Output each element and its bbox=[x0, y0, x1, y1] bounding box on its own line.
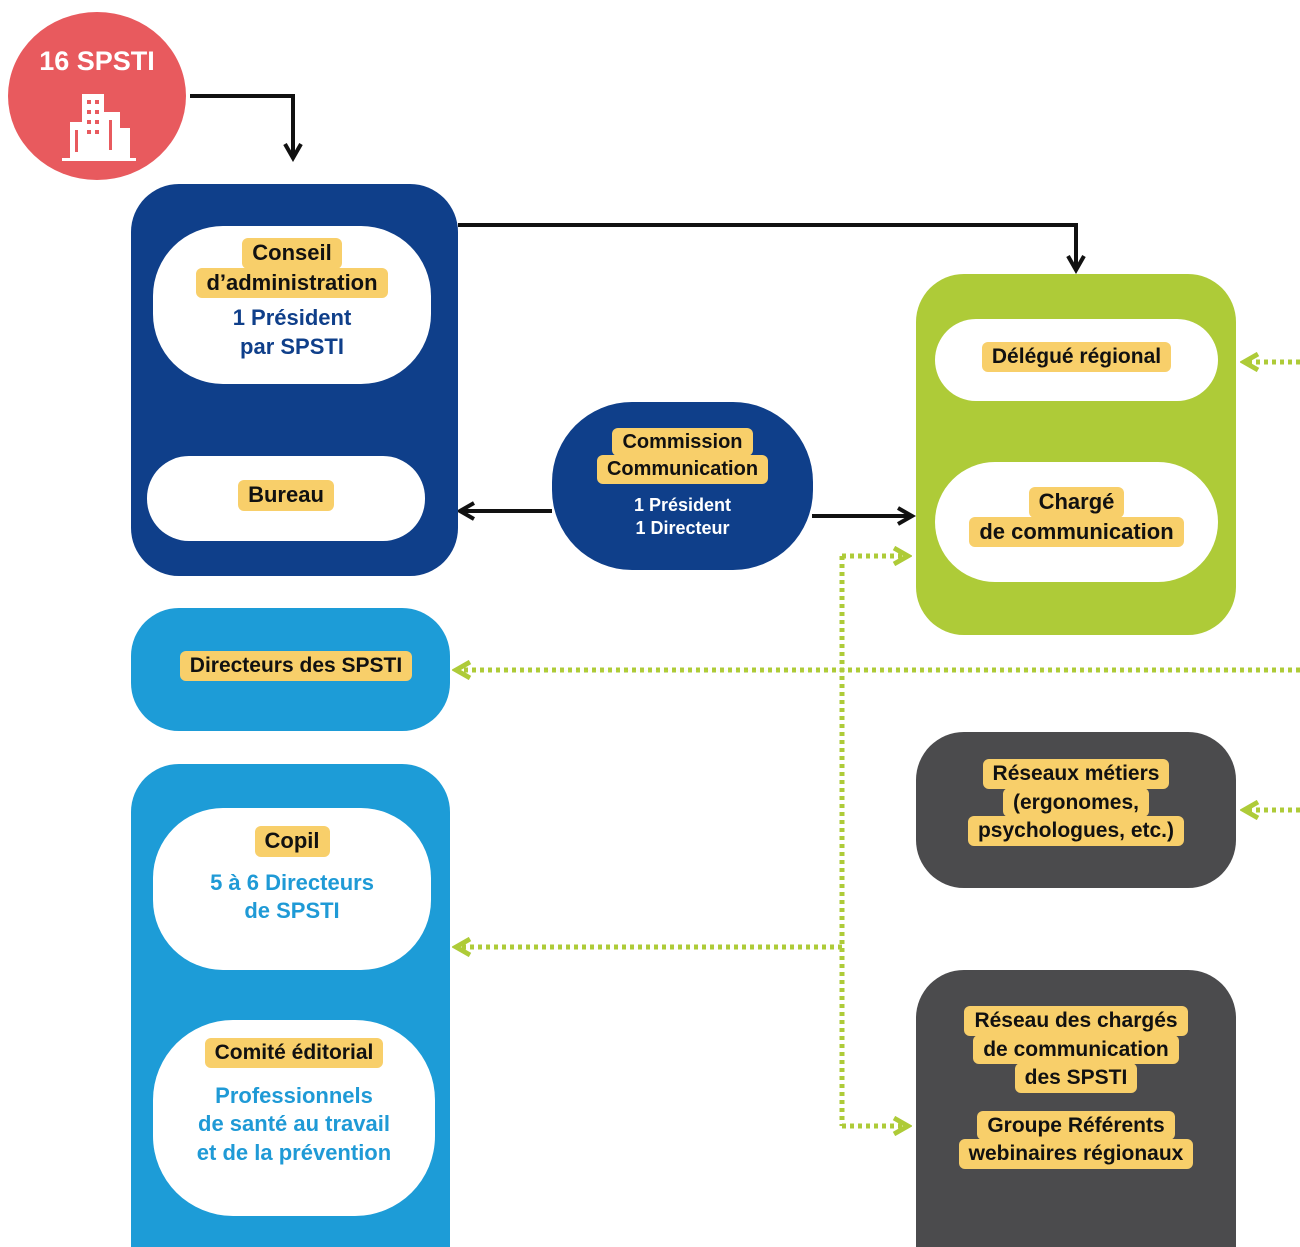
directeurs-content: Directeurs des SPSTI bbox=[131, 651, 461, 681]
reseau-charges-line2: de communication bbox=[973, 1034, 1179, 1065]
governance-to-regional-arrow bbox=[458, 223, 1086, 275]
spsti-badge: 16 SPSTI bbox=[8, 12, 186, 180]
reseaux-metiers-content: Réseaux métiers (ergonomes, psychologues… bbox=[916, 759, 1236, 846]
groupe-referents-line1: Groupe Référents bbox=[977, 1110, 1175, 1141]
groupe-referents-line2: webinaires régionaux bbox=[958, 1139, 1194, 1169]
comite-label: Comité éditorial bbox=[204, 1038, 384, 1068]
comite-sub-line2: de santé au travail bbox=[198, 1111, 390, 1137]
conseil-sub-line2: par SPSTI bbox=[240, 333, 344, 359]
reseaux-metiers-line2: (ergonomes, bbox=[1002, 787, 1150, 818]
reseau-charges-content: Réseau des chargés de communication des … bbox=[916, 1006, 1236, 1169]
conseil-sub-line1: 1 Président bbox=[232, 305, 352, 331]
commission-sub-line1: 1 Président bbox=[633, 494, 732, 515]
comite-sub-line3: et de la prévention bbox=[196, 1139, 392, 1165]
reseaux-metiers-line3: psychologues, etc.) bbox=[967, 816, 1185, 846]
copil-sub-line1: 5 à 6 Directeurs bbox=[210, 869, 374, 895]
copil-content: Copil 5 à 6 Directeurs de SPSTI bbox=[153, 826, 431, 926]
commission-title-line1: Commission bbox=[612, 428, 753, 457]
comite-sub-line1: Professionnels bbox=[215, 1082, 373, 1108]
conseil-title-line1: Conseil bbox=[242, 238, 342, 269]
delegue-label: Délégué régional bbox=[981, 342, 1172, 372]
commission-title-line2: Communication bbox=[596, 455, 769, 484]
charge-title-line2: de communication bbox=[969, 516, 1184, 548]
bureau-label: Bureau bbox=[238, 480, 334, 511]
badge-to-conseil-arrow bbox=[190, 94, 303, 163]
commission-sub-line2: 1 Directeur bbox=[635, 518, 730, 539]
building-icon bbox=[62, 94, 136, 161]
commission-content: Commission Communication 1 Président 1 D… bbox=[552, 428, 813, 541]
delegue-content: Délégué régional bbox=[935, 342, 1218, 372]
conseil-title-line2: d’administration bbox=[196, 267, 388, 299]
reseaux-metiers-line1: Réseaux métiers bbox=[982, 759, 1170, 789]
reseau-charges-line1: Réseau des chargés bbox=[964, 1006, 1188, 1036]
bureau-content: Bureau bbox=[147, 480, 425, 511]
badge-label: 16 SPSTI bbox=[39, 46, 155, 76]
charge-title-line1: Chargé bbox=[1028, 487, 1125, 518]
conseil-content: Conseil d’administration 1 Président par… bbox=[153, 238, 431, 361]
copil-label: Copil bbox=[254, 826, 330, 857]
copil-sub-line2: de SPSTI bbox=[244, 898, 340, 924]
reseau-charges-line3: des SPSTI bbox=[1014, 1063, 1138, 1093]
directeurs-label: Directeurs des SPSTI bbox=[179, 651, 413, 681]
comite-content: Comité éditorial Professionnels de santé… bbox=[153, 1038, 435, 1167]
charge-content: Chargé de communication bbox=[935, 487, 1218, 548]
